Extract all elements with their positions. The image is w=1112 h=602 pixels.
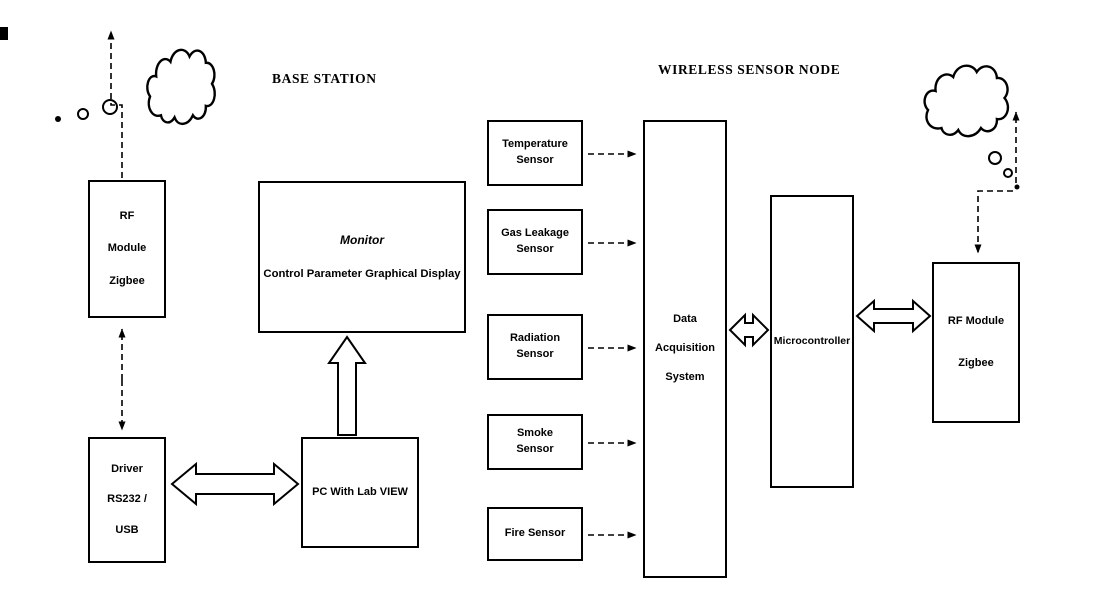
driver-line1: Driver xyxy=(111,462,143,475)
radiation-sensor-box: Radiation Sensor xyxy=(487,314,583,380)
das-line3: System xyxy=(665,370,705,383)
das-line2: Acquisition xyxy=(655,342,715,355)
arrows-sensors-to-das xyxy=(588,150,637,539)
temperature-sensor-label: Temperature Sensor xyxy=(502,138,568,166)
signal-dots-left-icon xyxy=(55,99,118,122)
signal-dots-right-icon xyxy=(988,151,1020,190)
fire-sensor-box: Fire Sensor xyxy=(487,507,583,561)
rf-left-line1: RF xyxy=(119,209,135,222)
monitor-title: Monitor xyxy=(340,232,384,247)
rf-left-line2: Module xyxy=(107,242,147,255)
driver-line3: USB xyxy=(115,523,139,536)
temperature-sensor-box: Temperature Sensor xyxy=(487,120,583,186)
driver-box: Driver RS232 / USB xyxy=(88,437,166,563)
rf-right-line1: RF Module xyxy=(947,314,1005,327)
smoke-sensor-label: Smoke Sensor xyxy=(516,427,554,455)
base-station-heading: BASE STATION xyxy=(272,71,377,86)
cloud-left-icon xyxy=(147,50,214,124)
block-arrow-das-micro xyxy=(728,312,770,348)
rf-left-line3: Zigbee xyxy=(109,274,145,287)
rf-right-line2: Zigbee xyxy=(958,356,994,369)
smoke-sensor-box: Smoke Sensor xyxy=(487,414,583,470)
microcontroller-box: Microcontroller xyxy=(770,195,854,488)
scan-artifact xyxy=(0,27,8,40)
pc-labview-box: PC With Lab VIEW xyxy=(301,437,419,548)
driver-line2: RS232 / xyxy=(107,493,147,506)
arrow-rfleft-to-cloud xyxy=(107,30,123,178)
monitor-subtitle: Control Parameter Graphical Display xyxy=(263,268,461,280)
block-arrow-micro-rfright xyxy=(855,298,932,334)
block-arrow-driver-pc xyxy=(170,461,300,507)
arrow-rfright-to-cloud xyxy=(974,111,1020,254)
block-arrow-pc-monitor xyxy=(327,335,367,436)
monitor-box: Monitor Control Parameter Graphical Disp… xyxy=(258,181,466,333)
data-acquisition-system-box: Data Acquisition System xyxy=(643,120,727,578)
fire-sensor-label: Fire Sensor xyxy=(504,527,566,540)
wireless-sensor-node-heading: WIRELESS SENSOR NODE xyxy=(658,62,841,77)
das-line1: Data xyxy=(673,313,697,326)
pc-label: PC With Lab VIEW xyxy=(312,485,408,498)
cloud-right-icon xyxy=(925,66,1008,136)
rf-module-zigbee-right-box: RF Module Zigbee xyxy=(932,262,1020,423)
microcontroller-label: Microcontroller xyxy=(773,334,851,347)
radiation-sensor-label: Radiation Sensor xyxy=(509,332,561,360)
rf-module-zigbee-left-box: RF Module Zigbee xyxy=(88,180,166,318)
gas-leakage-sensor-label: Gas Leakage Sensor xyxy=(501,227,569,255)
gas-leakage-sensor-box: Gas Leakage Sensor xyxy=(487,209,583,275)
